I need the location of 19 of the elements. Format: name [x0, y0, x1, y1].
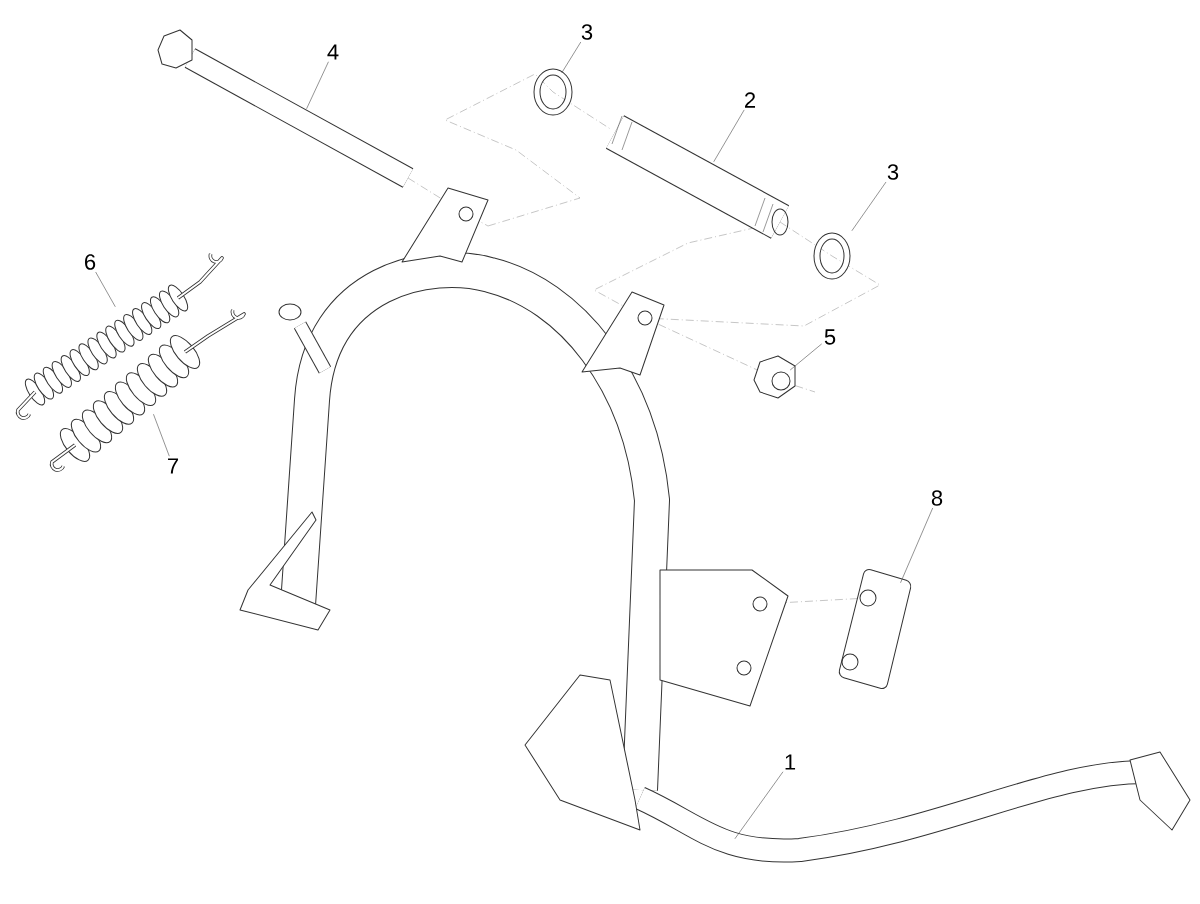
leader-line: [851, 181, 887, 232]
washer-drawing: [533, 68, 573, 116]
leader-line: [153, 413, 170, 457]
leader-line: [561, 41, 582, 74]
callout-number: 3: [581, 24, 593, 40]
callout-number: 3: [887, 164, 899, 180]
leader-line: [306, 61, 329, 110]
leader-line: [95, 271, 116, 308]
leader-line: [713, 109, 745, 163]
callout-number: 7: [168, 458, 178, 474]
leader-line: [789, 343, 822, 371]
rod-drawing: [157, 29, 414, 188]
callout-number: 2: [745, 92, 755, 108]
spring-drawing: [49, 308, 246, 472]
pin-drawing: [605, 115, 790, 239]
center-stand-drawing: [239, 187, 1191, 863]
spring-drawing: [15, 252, 224, 420]
leader-line: [734, 771, 784, 840]
leader-line: [900, 507, 933, 584]
